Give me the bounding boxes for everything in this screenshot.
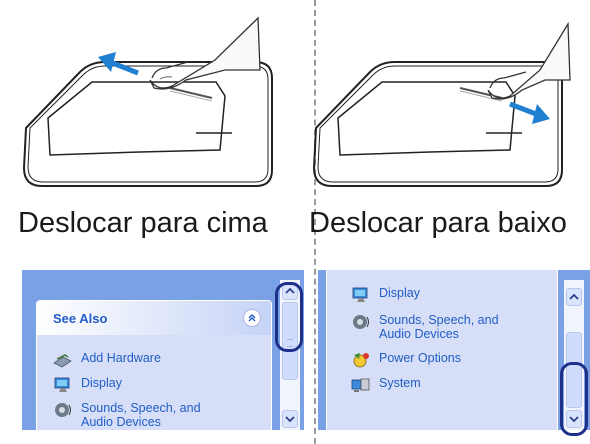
link-display[interactable]: Display — [53, 376, 122, 396]
add-hardware-icon — [53, 354, 72, 368]
link-sounds[interactable]: Sounds, Speech, and Audio Devices — [351, 313, 499, 341]
chevron-down-icon — [569, 416, 579, 423]
display-icon — [54, 377, 70, 392]
control-panel-window: Display Sounds, Speech, and Audio Device… — [318, 270, 590, 430]
scroll-down-arrow — [509, 101, 550, 124]
see-also-panel-window: See Also Add Hardware Display — [22, 270, 304, 430]
link-label: Display — [81, 376, 122, 390]
link-label: Add Hardware — [81, 351, 161, 365]
link-system[interactable]: System — [351, 376, 421, 396]
finger — [487, 21, 571, 100]
link-label-line2: Audio Devices — [379, 327, 459, 341]
scroll-down-button[interactable] — [566, 410, 582, 428]
touchpad-surface — [47, 81, 226, 156]
link-label-line2: Audio Devices — [81, 415, 161, 429]
touchpad-outer-inner — [317, 65, 559, 183]
touchpad-outer — [312, 61, 563, 187]
link-power-options[interactable]: Power Options — [351, 351, 461, 371]
links-box: Display Sounds, Speech, and Audio Device… — [326, 270, 558, 430]
touchpad-scroll-up-illustration — [22, 16, 273, 187]
power-options-icon — [353, 353, 369, 368]
scroll-up-button[interactable] — [566, 288, 582, 306]
touchpad-outer-inner — [27, 65, 269, 183]
see-also-header[interactable]: See Also — [37, 301, 271, 335]
vertical-scrollbar[interactable] — [280, 280, 300, 430]
display-icon — [352, 287, 368, 302]
link-display[interactable]: Display — [351, 286, 420, 306]
link-add-hardware[interactable]: Add Hardware — [53, 351, 161, 371]
collapse-chevron-icon[interactable] — [243, 309, 261, 327]
link-label: Sounds, Speech, and — [379, 313, 499, 327]
scroll-down-highlight — [560, 362, 588, 436]
divider — [314, 0, 316, 444]
chevron-down-icon — [285, 416, 295, 423]
sounds-icon — [55, 403, 71, 417]
link-label: Sounds, Speech, and — [81, 401, 201, 415]
link-sounds[interactable]: Sounds, Speech, and Audio Devices — [53, 401, 201, 429]
see-also-box: See Also Add Hardware Display — [36, 300, 272, 430]
finger — [149, 16, 261, 90]
link-label: Power Options — [379, 351, 461, 365]
scroll-down-button[interactable] — [282, 410, 298, 428]
sounds-icon — [353, 315, 369, 329]
caption-scroll-down: Deslocar para baixo — [309, 207, 567, 239]
scroll-up-arrow — [98, 52, 139, 76]
system-icon — [351, 378, 370, 392]
touchpad-surface — [337, 81, 516, 156]
caption-scroll-up: Deslocar para cima — [18, 207, 268, 239]
touchpad-outer — [22, 61, 273, 187]
see-also-title: See Also — [53, 311, 108, 326]
scroll-up-highlight — [275, 282, 303, 352]
link-label: System — [379, 376, 421, 390]
link-label: Display — [379, 286, 420, 300]
touchpad-scroll-down-illustration — [312, 21, 571, 187]
chevron-up-icon — [569, 293, 579, 300]
